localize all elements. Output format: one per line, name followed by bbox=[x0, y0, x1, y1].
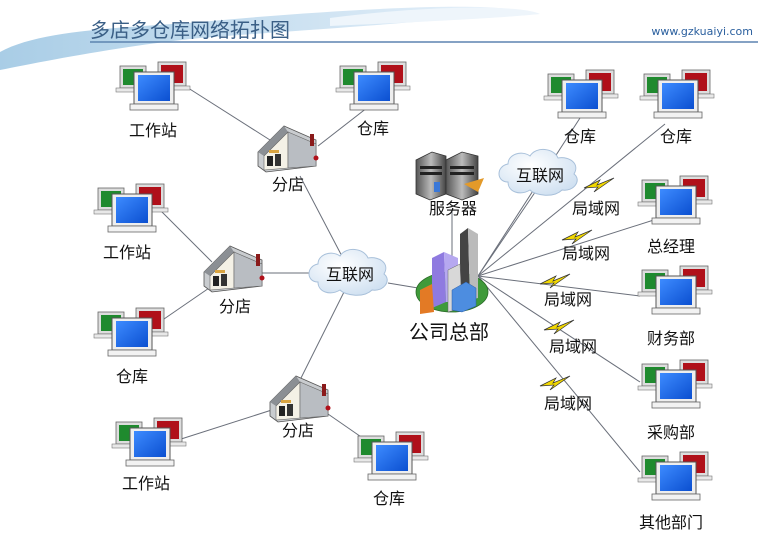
branch-3-store-icon bbox=[269, 375, 331, 423]
lan-4-label: 局域网 bbox=[549, 337, 597, 356]
branch-1-label: 分店 bbox=[272, 175, 304, 194]
warehouse-bottom-computer-icon bbox=[353, 431, 429, 481]
warehouse-r1-computer-icon bbox=[543, 69, 619, 119]
server-icon bbox=[415, 151, 484, 201]
branch-2-label: 分店 bbox=[219, 297, 251, 316]
purchasing-label: 采购部 bbox=[647, 423, 695, 442]
internet-right-label: 互联网 bbox=[516, 166, 564, 185]
branch-2-store-icon bbox=[203, 245, 265, 293]
workstation-3-computer-icon bbox=[111, 417, 187, 467]
workstation-3-label: 工作站 bbox=[122, 474, 170, 493]
general-manager-label: 总经理 bbox=[647, 237, 695, 256]
workstation-2-computer-icon bbox=[93, 183, 169, 233]
internet-center-label: 互联网 bbox=[326, 265, 374, 284]
lan-1-label: 局域网 bbox=[572, 199, 620, 218]
branch-1-store-icon bbox=[257, 125, 319, 173]
warehouse-r2-label: 仓库 bbox=[660, 127, 692, 146]
branch-3-label: 分店 bbox=[282, 421, 314, 440]
hq-label: 公司总部 bbox=[409, 320, 489, 344]
warehouse-r1-label: 仓库 bbox=[564, 127, 596, 146]
diagram-title: 多店多仓库网络拓扑图 bbox=[90, 18, 290, 42]
purchasing-computer-icon bbox=[637, 359, 713, 409]
lan-2-lightning-icon bbox=[561, 229, 593, 245]
warehouse-left-computer-icon bbox=[93, 307, 169, 357]
warehouse-bottom-label: 仓库 bbox=[373, 489, 405, 508]
lan-2-label: 局域网 bbox=[562, 244, 610, 263]
general-manager-computer-icon bbox=[637, 175, 713, 225]
website-url: www.gzkuaiyi.com bbox=[651, 25, 753, 38]
internet-center-cloud-icon bbox=[308, 249, 388, 296]
lan-1-lightning-icon bbox=[583, 177, 615, 193]
other-depts-computer-icon bbox=[637, 451, 713, 501]
workstation-2-label: 工作站 bbox=[103, 243, 151, 262]
warehouse-top-computer-icon bbox=[335, 61, 411, 111]
lan-5-lightning-icon bbox=[539, 375, 571, 391]
other-depts-label: 其他部门 bbox=[639, 513, 703, 532]
server-label: 服务器 bbox=[429, 199, 477, 218]
workstation-1-computer-icon bbox=[115, 61, 191, 111]
finance-computer-icon bbox=[637, 265, 713, 315]
workstation-1-label: 工作站 bbox=[129, 121, 177, 140]
header-swoosh bbox=[0, 6, 540, 70]
warehouse-left-label: 仓库 bbox=[116, 367, 148, 386]
lan-5-label: 局域网 bbox=[544, 394, 592, 413]
hq-buildings-icon bbox=[415, 228, 489, 314]
finance-label: 财务部 bbox=[647, 329, 695, 348]
lan-3-label: 局域网 bbox=[544, 290, 592, 309]
internet-right-cloud-icon bbox=[498, 149, 578, 196]
warehouse-top-label: 仓库 bbox=[357, 119, 389, 138]
warehouse-r2-computer-icon bbox=[639, 69, 715, 119]
